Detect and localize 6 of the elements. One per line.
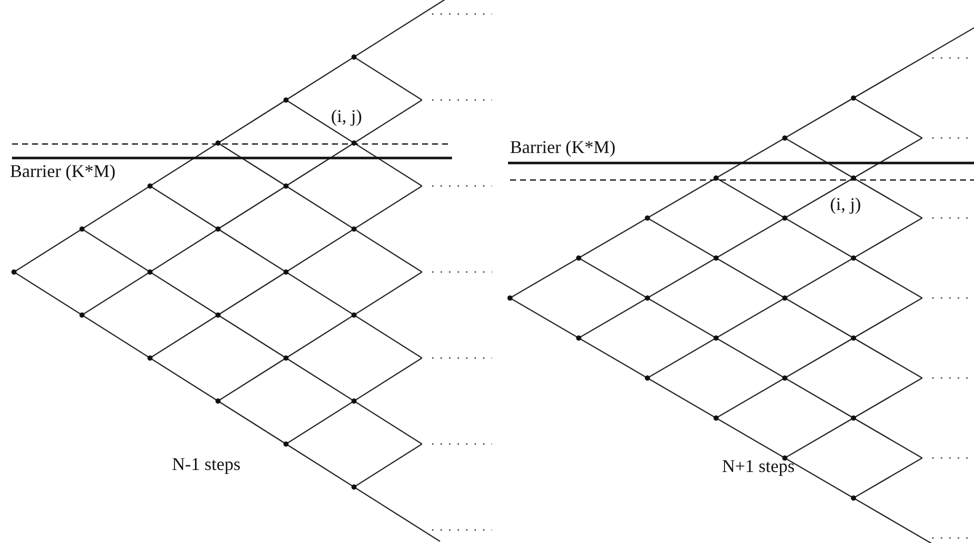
step-count-label: N+1 steps: [722, 457, 795, 477]
node-label: (i, j): [830, 195, 861, 215]
node-label: (i, j): [331, 107, 362, 127]
barrier-label: Barrier (K*M): [510, 138, 616, 158]
step-count-label: N-1 steps: [172, 455, 240, 475]
barrier-label: Barrier (K*M): [10, 162, 116, 182]
